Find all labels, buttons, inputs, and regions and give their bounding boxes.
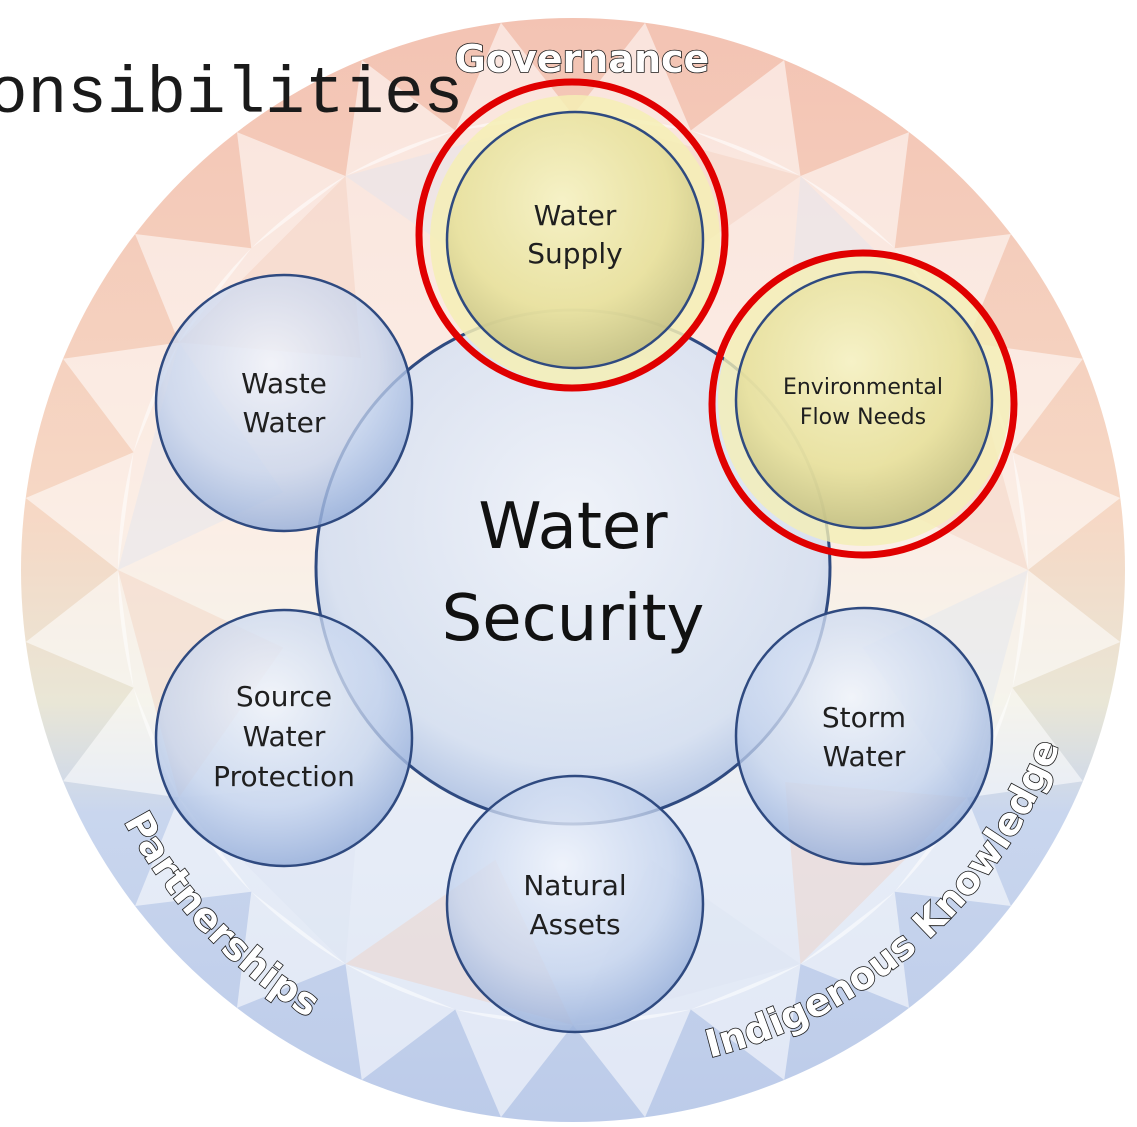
star-ray [690,60,801,176]
star-ray [236,132,346,249]
node-source-water-protection-circle [154,608,414,868]
star-ray [345,60,456,176]
node-storm-water: Storm Water [734,606,994,866]
node-storm-water-line2: Water [823,740,906,773]
node-natural-assets-line1: Natural [523,869,626,902]
node-storm-water-circle [734,606,994,866]
node-waste-water-line1: Waste [241,367,327,400]
node-waste-water: Waste Water [154,273,414,533]
star-ray [345,964,456,1080]
node-source-water-protection-line2: Water [243,720,326,753]
star-ray [236,891,346,1008]
node-water-supply: Water Supply [415,78,729,392]
star-ray [63,342,179,453]
ring-label-governance: Governance [455,37,710,81]
node-environmental-flow-needs-line1: Environmental [783,375,943,400]
star-ray [1012,452,1121,570]
node-water-supply-line1: Water [534,199,617,232]
node-waste-water-line2: Water [243,406,326,439]
highlight-ring-environmental-flow-needs [708,249,1018,559]
node-natural-assets-circle [445,774,705,1034]
star-ray [894,797,1011,907]
node-storm-water-line1: Storm [822,701,906,734]
page-heading: onsibilities [0,57,463,132]
node-source-water-protection: Source Water Protection [154,608,414,868]
center-label-line2: Security [442,582,705,656]
node-environmental-flow-needs-line2: Flow Needs [800,405,926,430]
star-ray [573,1009,691,1118]
star-ray [690,964,801,1080]
node-environmental-flow-needs-circle [734,270,994,530]
center-label-line1: Water [478,490,668,564]
node-natural-assets: Natural Assets [445,774,705,1034]
star-ray [967,687,1083,798]
node-environmental-flow-needs: Environmental Flow Needs [708,249,1018,559]
star-ray [1012,570,1121,688]
star-ray [800,891,910,1008]
star-ray [800,132,910,249]
star-ray [25,452,134,570]
node-source-water-protection-line3: Protection [213,760,355,793]
node-water-supply-circle [445,110,705,370]
star-ray [63,687,179,798]
node-waste-water-circle [154,273,414,533]
star-ray [25,570,134,688]
node-natural-assets-line2: Assets [529,908,620,941]
node-source-water-protection-line1: Source [236,680,332,713]
highlight-ring-water-supply [415,78,729,392]
node-water-supply-line2: Supply [527,237,622,270]
star-ray [135,797,252,907]
star-ray [135,233,252,343]
star-ray [455,1009,573,1118]
